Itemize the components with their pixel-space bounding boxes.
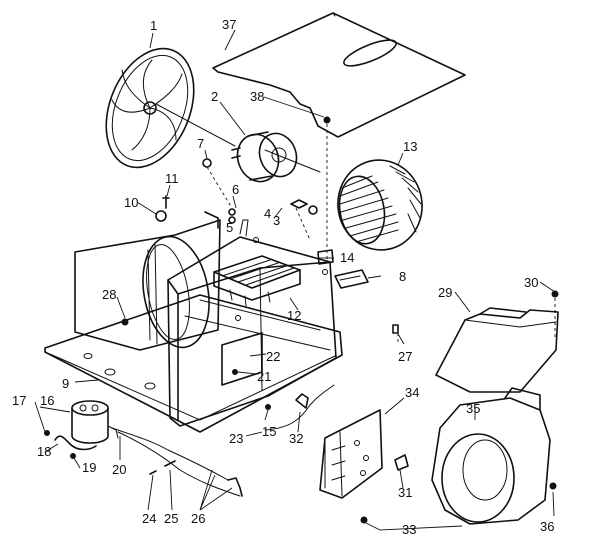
label-37: 37 (222, 17, 236, 32)
control-box (319, 409, 409, 499)
capacitor (71, 400, 109, 444)
label-33: 33 (402, 522, 416, 537)
label-9: 9 (62, 376, 69, 391)
label-5: 5 (226, 220, 233, 235)
label-20: 20 (112, 462, 126, 477)
housing-cover (435, 307, 559, 393)
label-24: 24 (142, 511, 156, 526)
part-4-hub (290, 199, 308, 209)
fan-shroud (74, 211, 221, 351)
label-4: 4 (264, 206, 271, 221)
label-14: 14 (340, 250, 354, 265)
label-21: 21 (257, 369, 271, 384)
label-13: 13 (403, 139, 417, 154)
label-35: 35 (466, 401, 480, 416)
label-10: 10 (124, 195, 138, 210)
part-30-screw (551, 290, 559, 298)
label-31: 31 (398, 485, 412, 500)
label-1: 1 (150, 18, 157, 33)
label-36: 36 (540, 519, 554, 534)
label-38: 38 (250, 89, 264, 104)
label-12: 12 (287, 308, 301, 323)
label-6: 6 (232, 182, 239, 197)
part-3-nut (308, 205, 318, 215)
part-labels: 1 2 3 4 5 6 7 8 9 10 11 12 13 14 15 16 1… (12, 17, 554, 537)
label-34: 34 (405, 385, 419, 400)
leader-lines (34, 29, 556, 531)
label-26: 26 (191, 511, 205, 526)
label-7: 7 (197, 136, 204, 151)
part-17-screw (44, 430, 50, 436)
part-36-screw (549, 482, 557, 490)
relay (334, 269, 369, 289)
label-29: 29 (438, 285, 452, 300)
heater-element (213, 255, 301, 307)
blower-housing (431, 387, 551, 525)
part-21-screw (232, 369, 238, 375)
label-17: 17 (12, 393, 26, 408)
part-24-25-clips (149, 460, 176, 475)
control-bracket (221, 332, 263, 386)
top-panel (212, 12, 466, 138)
blower-motor (231, 131, 321, 183)
part-7-nut (202, 158, 212, 168)
blower-wheel (337, 159, 423, 251)
wiring-harness (107, 425, 243, 497)
label-23: 23 (229, 431, 243, 446)
part-33-screw (360, 516, 368, 524)
label-19: 19 (82, 460, 96, 475)
fan-blade (105, 47, 236, 169)
label-16: 16 (40, 393, 54, 408)
label-11: 11 (165, 171, 179, 186)
cabinet-frame (167, 236, 337, 427)
label-30: 30 (524, 275, 538, 290)
part-15-screw (265, 404, 271, 410)
label-2: 2 (211, 89, 218, 104)
part-11-screw (162, 195, 170, 209)
part-27-clip (392, 324, 399, 334)
label-27: 27 (398, 349, 412, 364)
label-15: 15 (262, 424, 276, 439)
assembly-lines (206, 124, 556, 345)
label-28: 28 (102, 287, 116, 302)
label-22: 22 (266, 349, 280, 364)
label-18: 18 (37, 444, 51, 459)
capacitor-strap (54, 435, 97, 451)
label-32: 32 (289, 431, 303, 446)
part-10-bushing (155, 210, 167, 222)
terminal-connector (317, 249, 334, 265)
small-bracket (239, 219, 249, 237)
part-38-screw (323, 116, 331, 124)
power-cable (264, 384, 335, 431)
label-3: 3 (273, 213, 280, 228)
label-8: 8 (399, 269, 406, 284)
part-19-screw (70, 453, 76, 459)
label-25: 25 (164, 511, 178, 526)
